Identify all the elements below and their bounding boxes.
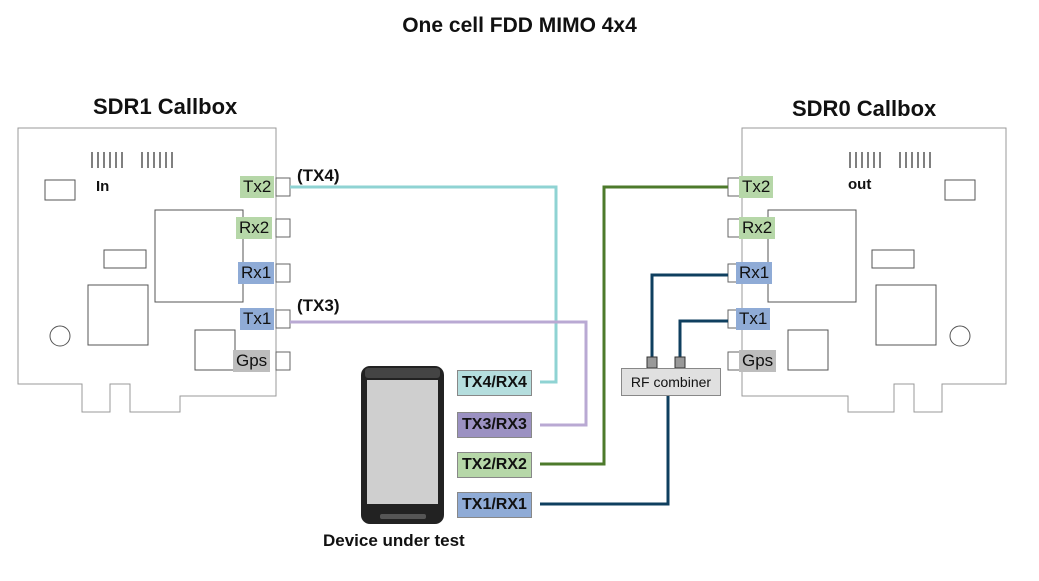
sdr0-port-gps: Gps [739, 350, 777, 372]
sdr1-title: SDR1 Callbox [93, 94, 238, 119]
dut-port-tx3-rx3: TX3/RX3 [457, 412, 532, 438]
sdr0-port-tx2: Tx2 [739, 176, 774, 198]
sdr0-port-rx2: Rx2 [739, 217, 776, 239]
sdr0-out-label: out [848, 176, 872, 193]
page-title: One cell FDD MIMO 4x4 [402, 14, 637, 37]
dut-port-tx2-rx2: TX2/RX2 [457, 452, 532, 478]
sdr1-port-tx1: Tx1 [240, 308, 275, 330]
sdr1-headers [91, 152, 173, 168]
cable-combiner-rx1 [650, 273, 728, 360]
sdr0-board [741, 127, 1007, 413]
cable-tx1 [540, 394, 670, 506]
combiner-port-a [646, 356, 658, 369]
cable-tx4 [290, 185, 558, 384]
rf-combiner: RF combiner [621, 368, 721, 396]
sdr0-title: SDR0 Callbox [792, 96, 937, 121]
sdr1-port-rx1: Rx1 [238, 262, 275, 284]
sdr0-port-tx1: Tx1 [736, 308, 771, 330]
cable-combiner-tx1 [678, 319, 728, 360]
sdr0-headers [849, 152, 931, 168]
tag-tx4: (TX4) [297, 166, 340, 185]
cable-tx2 [540, 185, 728, 466]
phone-icon [361, 366, 444, 524]
sdr1-connectors [275, 177, 291, 371]
sdr1-in-label: In [96, 178, 110, 195]
sdr1-port-tx2: Tx2 [240, 176, 275, 198]
sdr1-port-rx2: Rx2 [236, 217, 273, 239]
tag-tx3: (TX3) [297, 296, 340, 315]
sdr1-board [17, 127, 277, 413]
dut-caption: Device under test [323, 531, 465, 550]
sdr0-port-rx1: Rx1 [736, 262, 773, 284]
combiner-port-b [674, 356, 686, 369]
cable-tx3 [290, 320, 588, 427]
sdr1-port-gps: Gps [233, 350, 271, 372]
dut-port-tx1-rx1: TX1/RX1 [457, 492, 532, 518]
dut-port-tx4-rx4: TX4/RX4 [457, 370, 532, 396]
